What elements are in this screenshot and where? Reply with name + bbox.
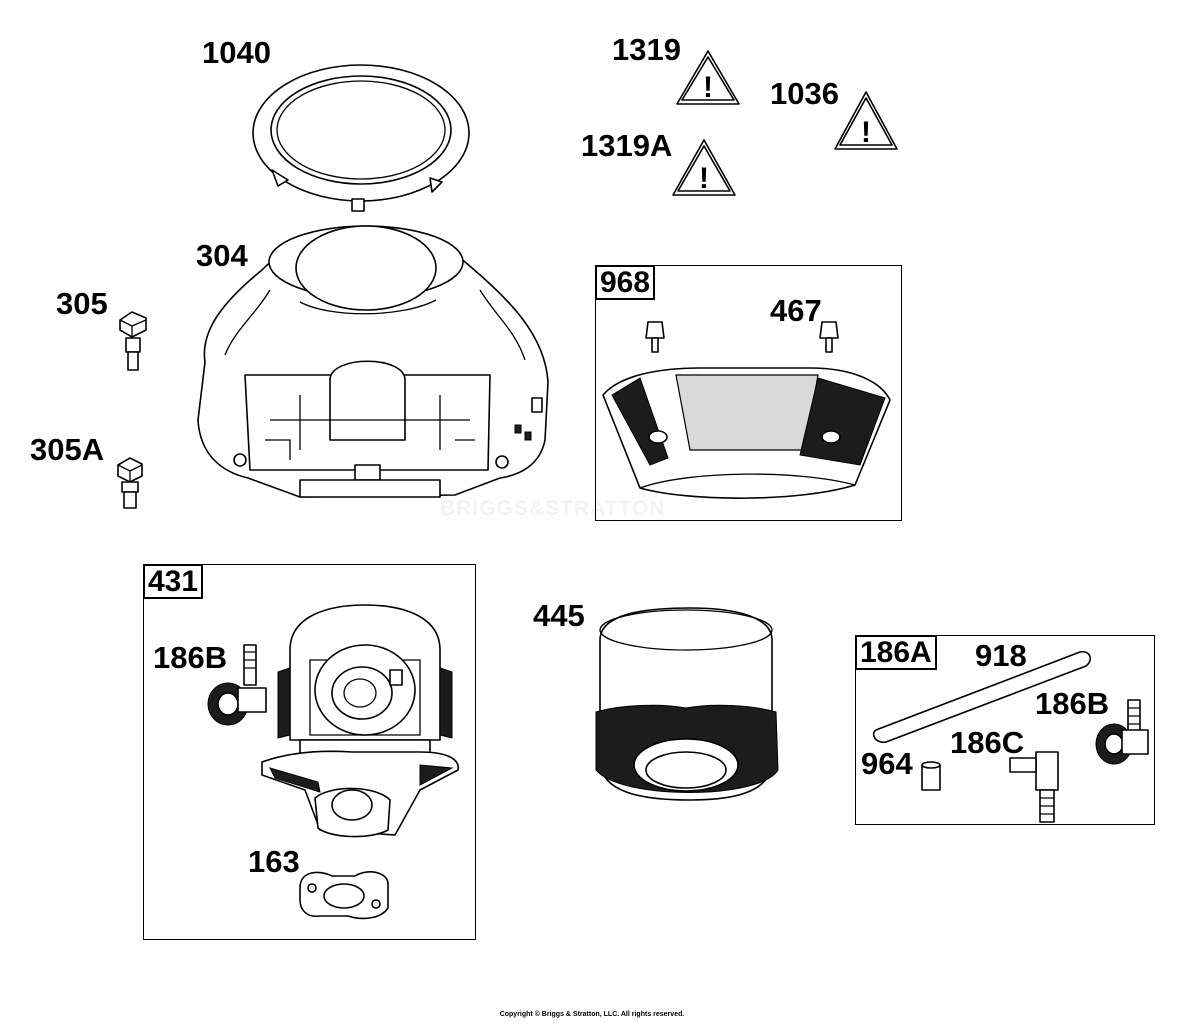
part-label-186B-left: 186B — [153, 640, 228, 675]
svg-text:!: ! — [861, 116, 871, 149]
part-label-467: 467 — [770, 293, 822, 328]
brand-watermark: BRIGGS&STRATTON — [440, 497, 666, 520]
blower-housing-304 — [197, 225, 549, 498]
copyright-notice: Copyright © Briggs & Stratton, LLC. All … — [499, 1011, 685, 1018]
group-label-968: 968 — [595, 265, 656, 300]
air-cleaner-cover-968 — [602, 367, 891, 499]
group-label-186A: 186A — [855, 635, 937, 670]
fitting-186C — [1009, 751, 1059, 823]
part-label-445: 445 — [533, 598, 585, 633]
fitting-186B-left — [207, 644, 267, 726]
part-label-163: 163 — [248, 844, 300, 879]
warning-decal-1036: ! — [834, 91, 898, 150]
bolt-305 — [119, 311, 147, 371]
group-frame-186A — [855, 635, 1155, 825]
group-frame-431 — [143, 564, 476, 940]
part-label-1036: 1036 — [770, 76, 839, 111]
push-pin-467-right — [819, 321, 839, 353]
air-cleaner-base-431 — [261, 604, 459, 838]
svg-text:!: ! — [703, 71, 713, 104]
svg-text:!: ! — [699, 162, 709, 195]
part-label-964: 964 — [861, 746, 913, 781]
sleeve-964 — [921, 761, 941, 791]
warning-decal-1319A: ! — [672, 139, 736, 196]
part-label-304: 304 — [196, 238, 248, 273]
part-label-1319: 1319 — [612, 32, 681, 67]
part-label-1319A: 1319A — [581, 128, 673, 163]
part-label-305: 305 — [56, 286, 108, 321]
part-label-305A: 305A — [30, 432, 105, 467]
fitting-186B-right — [1095, 699, 1149, 765]
group-frame-968 — [595, 265, 902, 521]
part-label-1040: 1040 — [202, 35, 271, 70]
push-pin-467-left — [645, 321, 665, 353]
filter-element-445 — [595, 607, 779, 801]
part-label-186B-right: 186B — [1035, 686, 1110, 721]
hose-918 — [872, 650, 1092, 744]
gasket-163 — [299, 871, 389, 920]
ring-screen-1040 — [252, 64, 470, 212]
bolt-305A — [117, 457, 143, 509]
warning-decal-1319: ! — [676, 50, 740, 105]
part-label-186C: 186C — [950, 725, 1025, 760]
group-label-431: 431 — [143, 564, 204, 599]
part-label-918: 918 — [975, 638, 1027, 673]
